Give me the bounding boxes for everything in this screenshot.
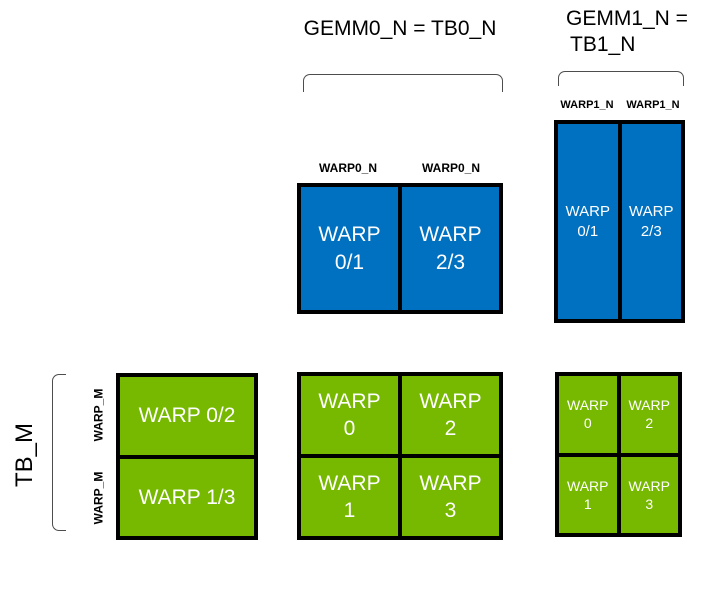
gemm0-n-title: GEMM0_N = TB0_N: [303, 17, 497, 40]
tile-label: WARP: [567, 397, 609, 414]
warp-02-tile: WARP 0/2: [120, 377, 254, 455]
tile-label: WARP: [419, 471, 482, 495]
gemm1-accum-warp0-tile: WARP 0: [559, 376, 617, 453]
tile-label: 0/1: [334, 250, 365, 274]
tb-m-title: TB_M: [11, 422, 39, 488]
warp-m-label-top-wrap: WARP_M: [84, 375, 112, 455]
gemm0-accum-warp2-tile: WARP 2: [402, 376, 499, 454]
gemm0-warp-tile-grid: WARP 0/1 WARP 2/3: [297, 183, 503, 314]
gemm1-accum-warp3-tile: WARP 3: [620, 456, 678, 533]
gemm1-n-title-line1: GEMM1_N =: [566, 7, 688, 30]
gemm0-accum-tile-grid: WARP 0 WARP 2 WARP 1 WARP 3: [297, 372, 503, 540]
tile-label: WARP: [629, 203, 674, 220]
warp0-n-label-left: WARP0_N: [318, 161, 377, 175]
tile-label: WARP: [419, 389, 482, 413]
tile-label: WARP: [628, 477, 670, 494]
tb-m-tile-grid: WARP 0/2 WARP 1/3: [116, 373, 258, 540]
tile-label: WARP: [567, 477, 609, 494]
tile-label: 1: [343, 499, 356, 522]
gemm0-warp-tile-23: WARP 2/3: [402, 187, 499, 310]
gemm1-accum-tile-grid: WARP 0 WARP 2 WARP 1 WARP 3: [555, 372, 682, 537]
tb-m-title-wrap: TB_M: [6, 375, 44, 535]
gemm1-warp-tile-23: WARP 2/3: [621, 124, 681, 319]
tile-label: 2/3: [435, 250, 466, 274]
tile-label: 2: [444, 417, 457, 440]
tile-label: WARP: [565, 203, 610, 220]
tile-label: 2: [645, 415, 654, 432]
warp0-n-label-right: WARP0_N: [421, 161, 480, 175]
tile-label: WARP: [628, 397, 670, 414]
gemm1-warp-tile-01: WARP 0/1: [558, 124, 618, 319]
tb1-n-bracket: [558, 71, 684, 86]
tile-label: 0/1: [577, 222, 599, 240]
tile-label: WARP: [419, 223, 482, 247]
warp1-n-label-right: WARP1_N: [626, 99, 680, 111]
tb-m-bracket: [52, 374, 66, 531]
warp-13-tile: WARP 1/3: [120, 458, 254, 536]
tile-label: 2/3: [640, 222, 662, 240]
warp1-n-label-left: WARP1_N: [560, 99, 614, 111]
tile-label: WARP 0/2: [138, 404, 236, 428]
warp-m-label-top: WARP_M: [91, 388, 106, 442]
gemm1-n-title: GEMM1_N = TB1_N: [566, 6, 726, 59]
tile-label: WARP: [318, 223, 381, 247]
tb0-n-bracket: [303, 74, 503, 92]
tile-label: 3: [645, 495, 654, 512]
warp-m-label-bottom: WARP_M: [91, 471, 106, 525]
warp-m-label-bottom-wrap: WARP_M: [84, 458, 112, 538]
gemm0-accum-warp0-tile: WARP 0: [301, 376, 398, 454]
gemm0-accum-warp3-tile: WARP 3: [402, 458, 499, 536]
gemm1-accum-warp2-tile: WARP 2: [620, 376, 678, 453]
tile-label: 1: [583, 495, 592, 512]
tile-label: WARP: [318, 389, 381, 413]
gemm1-n-title-line2: TB1_N: [570, 33, 636, 57]
tile-label: 0: [583, 415, 592, 432]
tile-label: 3: [444, 499, 457, 522]
tile-label: WARP: [318, 471, 381, 495]
gemm1-warp-tile-grid: WARP 0/1 WARP 2/3: [554, 120, 685, 323]
gemm1-accum-warp1-tile: WARP 1: [559, 456, 617, 533]
gemm0-accum-warp1-tile: WARP 1: [301, 458, 398, 536]
tile-label: WARP 1/3: [138, 485, 236, 509]
tile-label: 0: [343, 417, 356, 440]
gemm0-warp-tile-01: WARP 0/1: [301, 187, 398, 310]
